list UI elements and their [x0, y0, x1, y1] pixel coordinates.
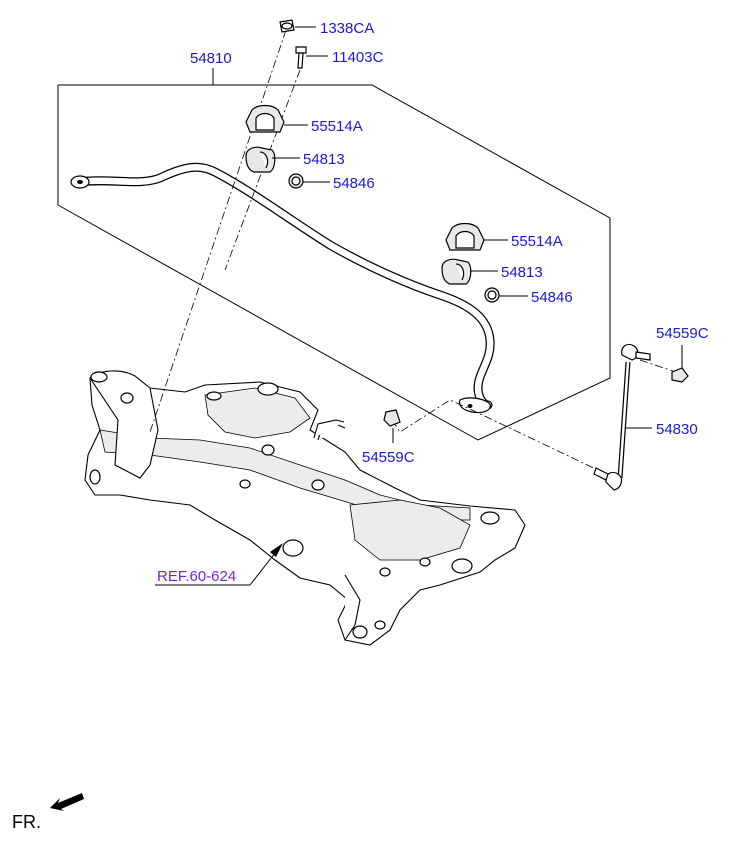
- collar-54846-lower-icon: [484, 287, 500, 303]
- front-arrow-icon: [50, 793, 84, 811]
- bushing-54813-upper-icon: [245, 146, 276, 173]
- stabilizer-bar: [70, 162, 495, 414]
- assembly-outline: [57, 68, 611, 441]
- nut-54559c-left-icon: [383, 409, 401, 427]
- bushing-54813-lower-icon: [441, 258, 472, 285]
- assembly-guide-lines: [149, 29, 677, 473]
- stabilizer-link-54830-icon: [593, 343, 651, 491]
- label-54559c-left[interactable]: 54559C: [362, 449, 415, 466]
- label-54813-lower[interactable]: 54813: [501, 264, 543, 281]
- label-54830[interactable]: 54830: [656, 421, 698, 438]
- label-54810[interactable]: 54810: [190, 50, 232, 67]
- label-54846-upper[interactable]: 54846: [333, 175, 375, 192]
- reference-pointer: [155, 543, 283, 586]
- reference-label[interactable]: REF.60-624: [157, 568, 236, 585]
- label-1338ca[interactable]: 1338CA: [320, 20, 374, 37]
- bolt-11403c-icon: [295, 46, 307, 69]
- subframe-crossmember: [84, 370, 526, 646]
- nut-54559c-right-icon: [671, 367, 689, 383]
- label-54559c-right[interactable]: 54559C: [656, 325, 709, 342]
- label-55514a-upper[interactable]: 55514A: [311, 118, 363, 135]
- orientation-label: FR.: [12, 812, 41, 832]
- bracket-55514a-lower-icon: [445, 222, 485, 251]
- label-55514a-lower[interactable]: 55514A: [511, 233, 563, 250]
- label-54846-lower[interactable]: 54846: [531, 289, 573, 306]
- bracket-55514a-upper-icon: [245, 104, 285, 133]
- collar-54846-upper-icon: [288, 173, 304, 189]
- leader-lines: [272, 26, 683, 443]
- label-54813-upper[interactable]: 54813: [303, 151, 345, 168]
- nut-1338ca-icon: [279, 19, 295, 33]
- label-11403c[interactable]: 11403C: [332, 49, 384, 66]
